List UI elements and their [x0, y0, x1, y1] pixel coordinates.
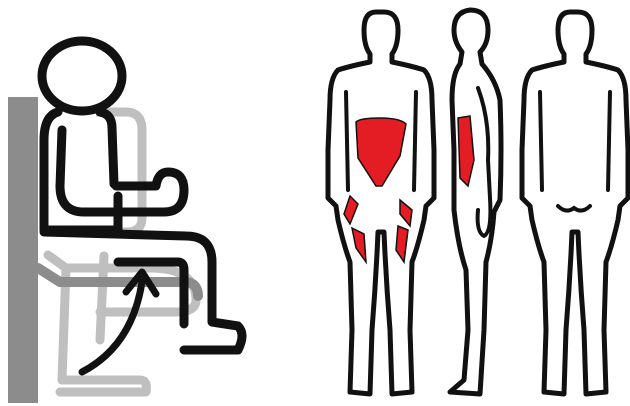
back-body-outline [522, 12, 628, 394]
side-arm [478, 88, 491, 236]
seat-support [100, 256, 104, 340]
muscle-hip-right [400, 200, 412, 226]
muscle-adductor-left [352, 228, 366, 262]
side-body-outline [450, 10, 501, 394]
seated-exercise-illustration [8, 41, 242, 403]
muscle-abdominals [356, 118, 406, 186]
front-view [328, 12, 434, 394]
muscle-hip-left [344, 196, 358, 224]
side-view [450, 10, 501, 394]
front-body-outline [328, 12, 434, 394]
machine-backrest-column [8, 97, 38, 403]
glute-line [558, 206, 590, 211]
head [42, 41, 122, 111]
muscle-obliques [458, 116, 474, 186]
movement-arrow [82, 282, 142, 372]
back-arm-lines [540, 92, 610, 190]
back-view [522, 12, 628, 394]
muscle-adductor-right [396, 226, 408, 262]
